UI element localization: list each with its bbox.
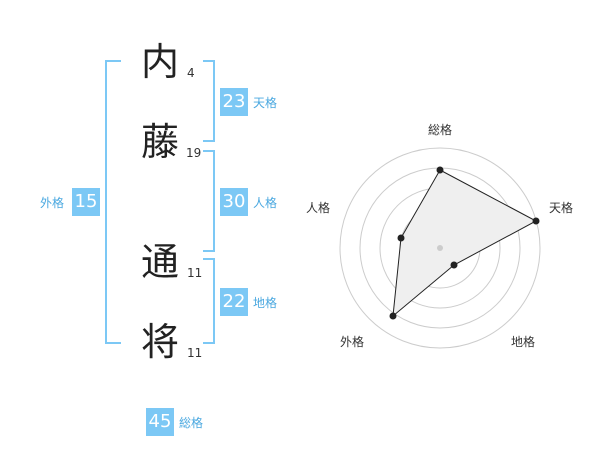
stroke-count-2: 19 <box>186 146 202 160</box>
radar-label-tenkaku: 天格 <box>549 201 574 215</box>
stroke-count-3: 11 <box>187 266 203 280</box>
gaikaku-label: 外格 <box>40 196 65 210</box>
gaikaku-value: 15 <box>72 188 100 216</box>
radar-point-tenkaku <box>532 217 540 225</box>
radar-ring-5 <box>339 147 541 349</box>
radar-label-jinkaku: 人格 <box>306 201 331 215</box>
jinkaku-label: 人格 <box>253 196 278 210</box>
name-char-1: 内 <box>140 40 179 84</box>
radar-point-gaikaku <box>389 312 397 320</box>
gaikaku-bracket <box>105 60 121 344</box>
radar-polygon <box>392 169 538 318</box>
radar-center-dot <box>437 245 443 251</box>
radar-point-jinkaku <box>397 234 405 242</box>
chikaku-value: 22 <box>220 288 248 316</box>
radar-label-soukaku: 総格 <box>428 123 453 137</box>
tenkaku-label: 天格 <box>253 96 278 110</box>
chikaku-bracket <box>203 258 215 344</box>
tenkaku-value: 23 <box>220 88 248 116</box>
jinkaku-value: 30 <box>220 188 248 216</box>
stroke-count-1: 4 <box>187 66 195 80</box>
radar-label-gaikaku: 外格 <box>340 335 365 349</box>
soukaku-label: 総格 <box>179 416 204 430</box>
soukaku-value: 45 <box>146 408 174 436</box>
name-char-2: 藤 <box>140 120 179 164</box>
name-char-4: 将 <box>140 320 179 364</box>
stroke-count-4: 11 <box>187 346 203 360</box>
radar-label-chikaku: 地格 <box>511 335 536 349</box>
name-char-3: 通 <box>140 240 179 284</box>
jinkaku-bracket <box>203 150 215 252</box>
chikaku-label: 地格 <box>253 296 278 310</box>
radar-point-soukaku <box>436 166 444 174</box>
tenkaku-bracket <box>203 60 215 142</box>
radar-point-chikaku <box>450 261 458 269</box>
